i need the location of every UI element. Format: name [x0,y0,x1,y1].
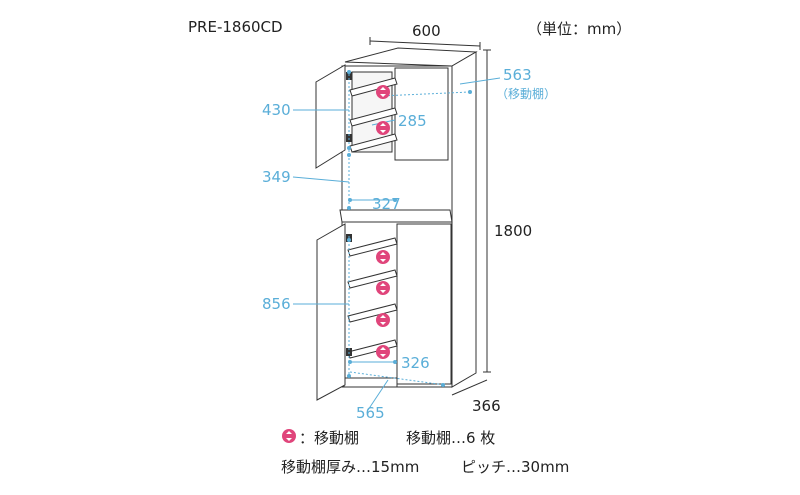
lower-shelves [347,237,398,359]
model-number: PRE-1860CD [188,18,283,36]
open-height-label: 349 [262,168,291,186]
shelf-marker-icon [376,281,390,295]
shelf-marker-icon [376,345,390,359]
movable-shelf-markers [376,85,390,359]
lower-shelf-width-label: 326 [401,354,430,372]
overall-dimension-lines [369,37,491,396]
upper-shelf-width-label: 285 [398,112,427,130]
depth-label: 366 [472,397,501,415]
shelf-marker-icon [376,250,390,264]
width-label: 600 [412,22,441,40]
shelf-marker-icon [376,313,390,327]
height-label: 1800 [494,222,533,240]
legend-shelf-thickness: 移動棚厚み…15mm [281,458,420,476]
upper-inner-height-label: 430 [262,101,291,119]
legend-pitch: ピッチ…30mm [461,458,570,476]
legend-shelf-count: 移動棚…6 枚 [406,429,496,447]
dimension-dots [347,70,472,387]
cabinet-body [315,47,478,401]
shelf-marker-icon [376,121,390,135]
shelf-marker-icon [376,85,390,99]
upper-shelf-depth-label: 563 [503,66,532,84]
lower-inner-height-label: 856 [262,295,291,313]
legend-marker-icon [282,429,296,443]
unit-label: （単位：mm） [527,20,632,38]
lower-inner-depth-label: 565 [356,404,385,422]
upper-shelf-depth-note: （移動棚） [496,87,557,101]
legend-marker-label: ：移動棚 [299,429,360,447]
upper-shelves [349,77,398,153]
open-width-label: 327 [372,195,401,213]
